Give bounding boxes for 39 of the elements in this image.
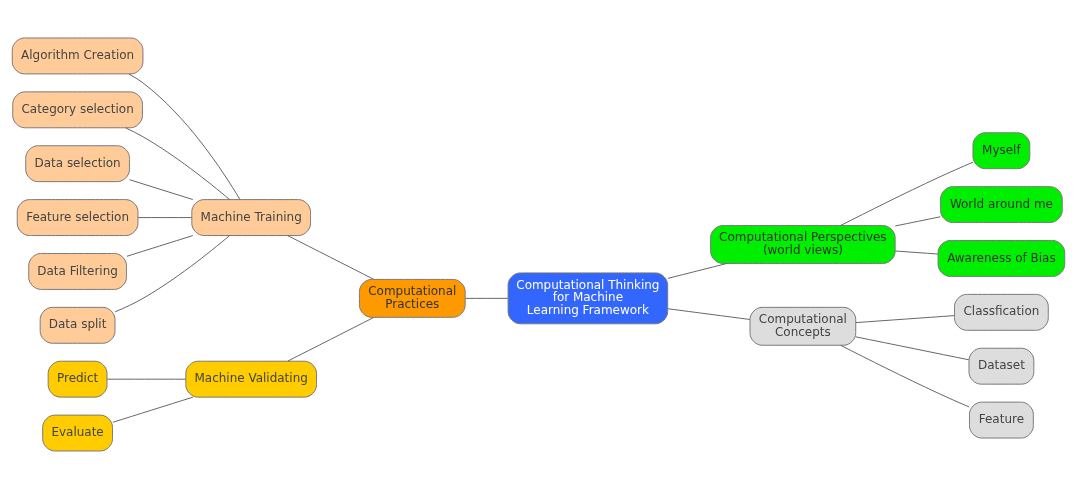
connector [894, 250, 939, 255]
node-box: World around me [940, 185, 1063, 223]
node-box: Algorithm Creation [11, 37, 144, 74]
connector [894, 215, 941, 226]
connector [128, 73, 241, 200]
connector [667, 262, 728, 279]
node-box: Data selection [25, 144, 130, 182]
node-box: Awareness of Bias [937, 239, 1066, 277]
connector [114, 234, 230, 312]
node-box: Predict [47, 360, 108, 398]
connector [464, 297, 509, 299]
connector [840, 344, 970, 407]
node-box: Category selection [12, 90, 143, 128]
connector [855, 314, 955, 323]
node-box: Data Filtering [28, 252, 127, 290]
connector [287, 234, 375, 280]
connector [667, 307, 751, 320]
node-box: Feature [969, 401, 1034, 439]
node-box: Dataset [968, 347, 1035, 385]
connector [126, 234, 194, 257]
node-box: Feature selection [16, 198, 139, 236]
connector [129, 178, 194, 200]
node-box: Data split [39, 306, 116, 344]
node-box: Machine Training [191, 198, 312, 236]
node-box: Myself [972, 131, 1031, 169]
connector [840, 161, 974, 226]
node-box: Classfication [954, 293, 1049, 331]
node-box: Machine Validating [185, 360, 318, 398]
node-box: Computational Thinking for Machine Learning Framework [507, 271, 669, 324]
node-box: Computational Practices [358, 278, 466, 318]
node-box: Evaluate [42, 414, 113, 451]
connector [112, 396, 194, 423]
connector [125, 126, 230, 200]
connector [106, 378, 187, 380]
connector [855, 335, 970, 360]
connector [287, 316, 375, 362]
node-box: Computational Perspectives (world views) [710, 224, 896, 264]
node-box: Computational Concepts [749, 306, 857, 346]
connector [137, 216, 193, 218]
